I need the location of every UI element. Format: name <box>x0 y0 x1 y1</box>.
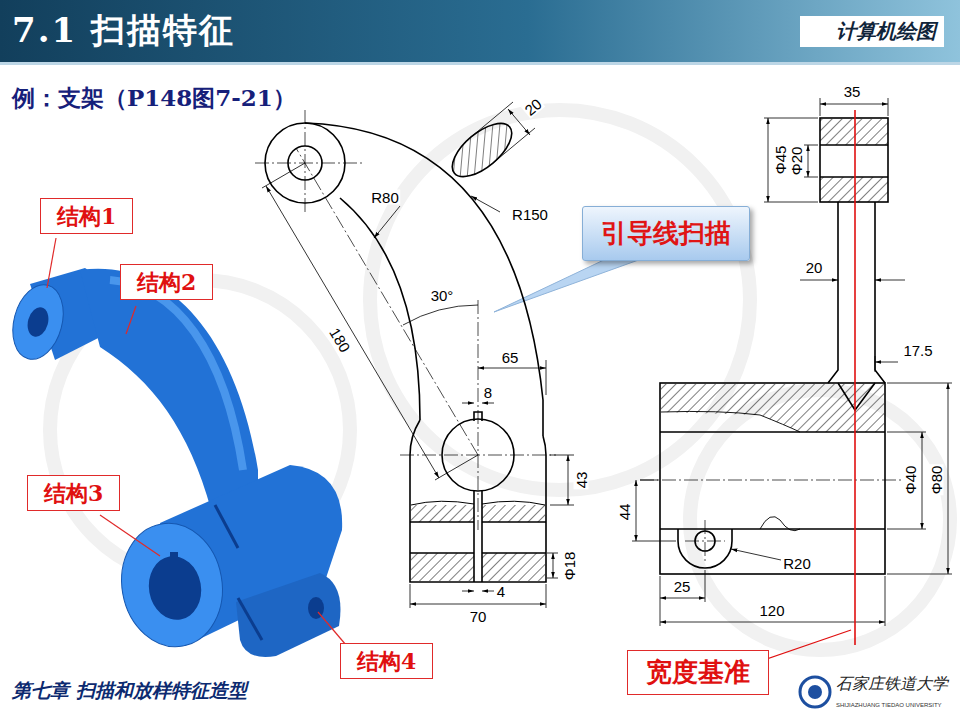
dimension-text: Φ18 <box>562 551 577 582</box>
part-callout: 结构2 <box>120 264 213 300</box>
dimension-text: 43 <box>574 471 589 490</box>
dimension-text: R80 <box>370 190 400 205</box>
dimension-text: 44 <box>617 503 632 522</box>
dimension-text: R150 <box>511 207 549 222</box>
course-badge: 计算机绘图 <box>800 16 944 47</box>
front-view <box>255 102 574 608</box>
header-rule <box>0 62 960 65</box>
header-bar <box>0 0 960 62</box>
side-view <box>632 98 952 626</box>
chapter-footer: 第七章 扫描和放样特征造型 <box>12 681 247 700</box>
callout-wedge <box>494 258 644 312</box>
university-name: 石家庄铁道大学 <box>836 676 948 692</box>
dimension-text: Φ40 <box>903 465 918 496</box>
dimension-text: R20 <box>782 556 812 571</box>
datum-line <box>854 110 856 645</box>
callout-leaders <box>47 238 346 645</box>
dimension-text: 17.5 <box>902 343 933 358</box>
part-callout: 结构1 <box>40 198 133 234</box>
dimension-text: Φ45 <box>773 145 788 176</box>
box-text: 结构2 <box>137 269 196 295</box>
dimension-text: 4 <box>496 584 506 599</box>
dimension-text: 30° <box>430 288 455 303</box>
dimension-text: 35 <box>843 84 862 99</box>
university-logo <box>800 677 830 707</box>
box-text: 宽度基准 <box>646 657 750 688</box>
dimension-text: 20 <box>805 260 824 275</box>
part-callout: 结构4 <box>340 643 433 679</box>
box-text: 结构3 <box>44 480 103 506</box>
box-text: 结构1 <box>57 203 116 229</box>
dimension-text: 70 <box>469 609 488 624</box>
model-3d <box>5 268 342 657</box>
watermark <box>50 110 950 650</box>
box-text: 计算机绘图 <box>836 18 936 45</box>
part-callout: 结构3 <box>27 475 120 511</box>
box-text: 引导线扫描 <box>601 218 731 249</box>
example-title: 例：支架（P148图7-21） <box>12 86 296 109</box>
box-text: 结构4 <box>357 648 416 674</box>
dimension-text: 65 <box>501 350 520 365</box>
university-name-en: SHIJIAZHUANG TIEDAO UNIVERSITY <box>836 702 942 708</box>
datum-callout: 宽度基准 <box>627 650 769 695</box>
dimension-text: 25 <box>673 579 692 594</box>
dimension-text: 120 <box>758 603 785 618</box>
sweep-callout: 引导线扫描 <box>582 206 750 261</box>
dimension-text: 8 <box>483 385 493 400</box>
dimension-text: Φ80 <box>929 465 944 496</box>
slide-title: 7.1 扫描特征 <box>12 8 235 54</box>
dimension-text: Φ20 <box>789 146 804 177</box>
